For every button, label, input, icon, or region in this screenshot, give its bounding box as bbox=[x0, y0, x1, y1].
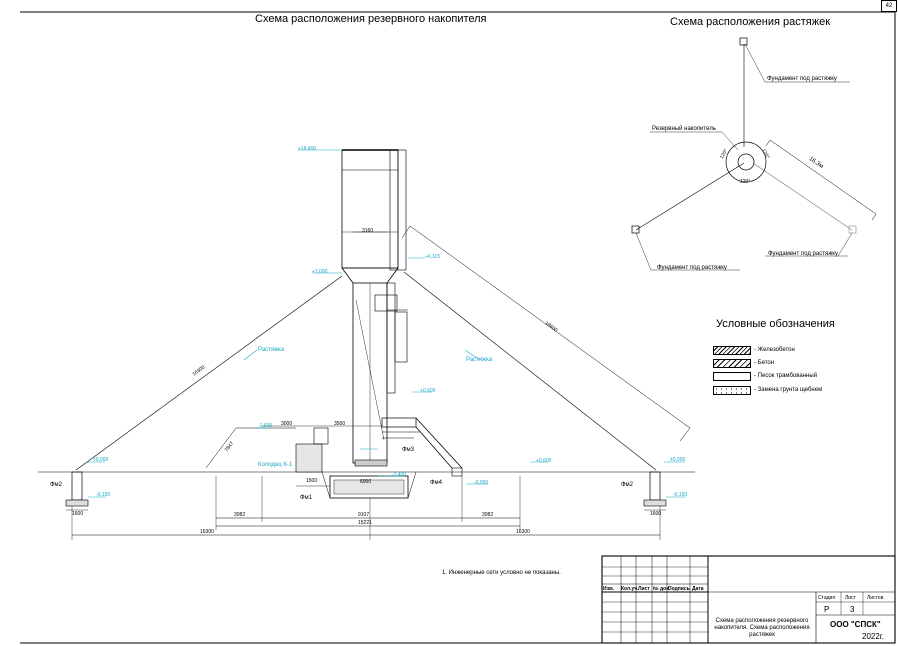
legend-swatch-sand bbox=[713, 372, 751, 381]
elevation-low-left: -0,150 bbox=[96, 492, 111, 498]
dim-15221: 15221 bbox=[358, 520, 372, 526]
stamp-sheet-header: Лист bbox=[845, 595, 856, 601]
legend-swatch-crushed-stone bbox=[713, 386, 751, 395]
accumulator-label: Резервный накопитель bbox=[652, 126, 716, 132]
stamp-sheet-value: 3 bbox=[850, 605, 855, 614]
dim-3082-left: 3082 bbox=[234, 512, 246, 518]
stamp-company: ООО "СПСК" bbox=[830, 620, 881, 629]
guy-left-label: Растяжка bbox=[258, 347, 285, 353]
stamp-header-doc: № док. bbox=[653, 586, 671, 592]
stamp-description: Схема расположения резервного накопителя… bbox=[714, 618, 810, 638]
legend-swatch-concrete bbox=[713, 359, 751, 368]
stamp-header-izm: Изм. bbox=[603, 586, 615, 592]
guy-foundation-label-top: Фундамент под растяжку bbox=[767, 76, 837, 82]
elevation-mid: +0,600 bbox=[420, 388, 436, 394]
elevation-right-ground: ±0,000 bbox=[670, 457, 686, 463]
dim-1600-left: 1600 bbox=[72, 511, 84, 517]
elevation-left-ground: ±0,000 bbox=[93, 457, 109, 463]
well-label: Колодец К-1 bbox=[258, 462, 293, 468]
legend-swatch-reinforced-concrete bbox=[713, 346, 751, 355]
dim-3082-right: 3082 bbox=[482, 512, 494, 518]
foundation-fm2-left: Фм2 bbox=[50, 482, 63, 488]
elevation-top: +18,400 bbox=[298, 146, 317, 152]
dim-16300-right: 16300 bbox=[516, 529, 530, 535]
dim-3500: 3500 bbox=[334, 421, 346, 427]
dim-16300-left: 16300 bbox=[200, 529, 214, 535]
legend-label-reinforced-concrete: - Железобетон bbox=[754, 347, 795, 353]
stamp-header-sign: Подпись bbox=[668, 586, 690, 592]
guy-right-label: Растяжка bbox=[466, 357, 493, 363]
stamp-stage-header: Стадия bbox=[818, 595, 836, 601]
guy-foundation-label-left: Фундамент под растяжку bbox=[657, 265, 727, 271]
elevation-right-low: -0,550 bbox=[474, 480, 489, 486]
elevation-pit: -2,400 bbox=[392, 472, 407, 478]
sheet-number: 42 bbox=[881, 0, 897, 12]
elevation-cone: +7,000 bbox=[312, 269, 328, 275]
foundation-fm3: Фм3 bbox=[402, 447, 415, 453]
legend-label-concrete: - Бетон bbox=[754, 360, 775, 366]
legend-title: Условные обозначения bbox=[716, 318, 835, 330]
elevation-low-right: -0,150 bbox=[673, 492, 688, 498]
legend-label-sand: - Песок трамбованный bbox=[754, 373, 818, 379]
foundation-fm4: Фм4 bbox=[430, 480, 443, 486]
stamp-stage-value: Р bbox=[824, 605, 830, 614]
elevation-right-mid: +0,600 bbox=[536, 458, 552, 464]
guys-plan bbox=[631, 37, 877, 271]
foundation-fm1: Фм1 bbox=[300, 495, 313, 501]
legend-label-crushed-stone: - Замена грунта щебнем bbox=[754, 387, 823, 393]
stamp-header-date: Дата bbox=[692, 586, 704, 592]
dim-1600-right: 1600 bbox=[650, 511, 662, 517]
elevation-well-top: -1,600 bbox=[258, 423, 273, 429]
note-text: 1. Инженерные сети условно не показаны. bbox=[442, 570, 561, 576]
main-title: Схема расположения резервного накопителя bbox=[255, 13, 487, 25]
stamp-sheets-header: Листов bbox=[867, 595, 884, 601]
elevation-right-cone: +6,115 bbox=[425, 254, 441, 260]
dim-6000: 6000 bbox=[360, 479, 372, 485]
guy-foundation-label-right: Фундамент под растяжку bbox=[768, 251, 838, 257]
angle-label-3: 120° bbox=[740, 179, 751, 185]
stamp-year: 2022г. bbox=[862, 632, 884, 641]
dim-3160: 3160 bbox=[362, 228, 374, 234]
guys-title: Схема расположения растяжек bbox=[670, 16, 831, 28]
dim-3000: 3000 bbox=[281, 421, 293, 427]
dim-1500: 1500 bbox=[306, 478, 318, 484]
stamp-header-list: Лист bbox=[638, 586, 650, 592]
stamp-header-kolich: Кол.уч. bbox=[621, 586, 639, 592]
foundation-fm2-right: Фм2 bbox=[621, 482, 634, 488]
dim-9107: 9107 bbox=[358, 512, 370, 518]
